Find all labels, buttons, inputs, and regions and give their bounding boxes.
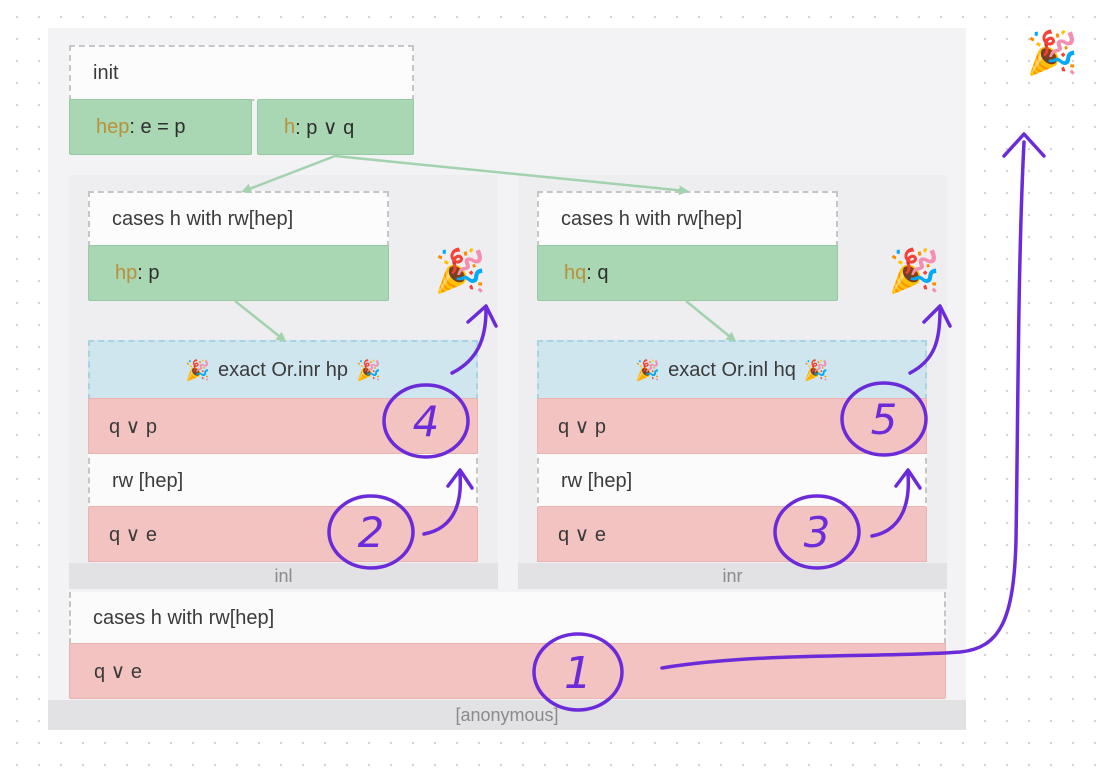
inr-tactic-text: cases h with rw[hep]: [561, 207, 743, 230]
anonymous-footer-text: [anonymous]: [455, 704, 559, 725]
inr-footer: inr: [518, 563, 947, 589]
annotation-number-2: 2: [358, 508, 385, 557]
init-label: init: [69, 45, 414, 101]
inr-exact-tactic[interactable]: 🎉 exact Or.inl hq 🎉: [537, 340, 927, 400]
flow-arrow: [241, 154, 336, 194]
annotation-arrow: [870, 472, 911, 538]
party-popper-icon: 🎉: [888, 247, 941, 294]
hypothesis-hep[interactable]: hep: e = p: [69, 99, 252, 155]
inl-footer-text: inl: [274, 565, 293, 586]
flow-arrow: [334, 154, 689, 196]
annotation-arrow: [908, 308, 942, 375]
anonymous-footer: [anonymous]: [48, 700, 966, 730]
party-popper-icon: 🎉: [1026, 29, 1079, 76]
inl-goal-after[interactable]: q ∨ p: [88, 398, 478, 454]
annotation-arrow: [422, 472, 463, 536]
inr-footer-text: inr: [722, 565, 743, 586]
inr-rw-label: rw [hep]: [539, 456, 925, 506]
annotation-number-3: 3: [804, 508, 831, 557]
annotation-circle-4: [382, 383, 470, 459]
annotation-arrowhead: [1002, 132, 1046, 158]
goal-text: q ∨ p: [558, 415, 606, 438]
party-popper-icon: 🎉: [635, 359, 661, 382]
annotation-arrowhead: [922, 304, 952, 328]
inr-goal-before[interactable]: q ∨ e: [537, 506, 927, 562]
inr-exact-text: exact Or.inl hq: [668, 358, 796, 381]
inr-goal-after[interactable]: q ∨ p: [537, 398, 927, 454]
party-popper-icon: 🎉: [434, 247, 487, 294]
hyp-name: hep: [96, 115, 130, 138]
annotation-number-4: 4: [413, 397, 440, 446]
inl-tactic-label: cases h with rw[hep]: [88, 191, 389, 247]
init-text: init: [93, 61, 119, 84]
inl-rw-label: rw [hep]: [90, 456, 476, 506]
root-tactic-label: cases h with rw[hep]: [69, 592, 946, 644]
goal-text: q ∨ e: [94, 660, 142, 683]
root-goal[interactable]: q ∨ e: [69, 643, 946, 699]
party-popper-icon: 🎉: [185, 359, 210, 382]
root-tactic-text: cases h with rw[hep]: [93, 606, 275, 629]
annotation-arrow: [450, 308, 488, 375]
goal-text: q ∨ p: [109, 415, 157, 438]
party-popper-icon: 🎉: [803, 359, 829, 382]
annotation-arrowhead: [894, 468, 922, 490]
hypothesis-hq[interactable]: hq: q: [537, 245, 838, 301]
hyp-type: : e = p: [129, 115, 186, 138]
annotation-arrowhead: [446, 468, 474, 490]
rw-text: rw [hep]: [561, 469, 633, 492]
hyp-type: : q: [586, 261, 609, 284]
annotation-circle-2: [327, 494, 415, 570]
annotation-number-5: 5: [871, 395, 898, 444]
goal-text: q ∨ e: [109, 523, 157, 546]
rw-text: rw [hep]: [112, 469, 184, 492]
annotation-circle-1: [532, 632, 624, 712]
flow-arrow: [234, 300, 287, 342]
flow-arrow: [685, 300, 737, 342]
hypothesis-hp[interactable]: hp: p: [88, 245, 389, 301]
inl-tactic-text: cases h with rw[hep]: [112, 207, 294, 230]
hyp-name: h: [284, 115, 296, 138]
inl-exact-tactic[interactable]: 🎉 exact Or.inr hp 🎉: [88, 340, 478, 400]
goal-text: q ∨ e: [558, 523, 606, 546]
annotation-arrow: [660, 140, 1026, 670]
annotation-arrowhead: [466, 304, 498, 328]
annotation-number-1: 1: [564, 648, 592, 699]
inl-footer: inl: [69, 563, 498, 589]
party-popper-icon: 🎉: [356, 359, 381, 382]
hyp-name: hq: [564, 261, 587, 284]
hypothesis-h[interactable]: h: p ∨ q: [257, 99, 414, 155]
inl-exact-text: exact Or.inr hp: [217, 358, 349, 381]
hyp-type: : p: [137, 261, 160, 284]
hyp-type: : p ∨ q: [295, 116, 355, 139]
hyp-name: hp: [115, 261, 138, 284]
annotation-circle-3: [773, 494, 861, 570]
annotation-circle-5: [840, 381, 928, 457]
